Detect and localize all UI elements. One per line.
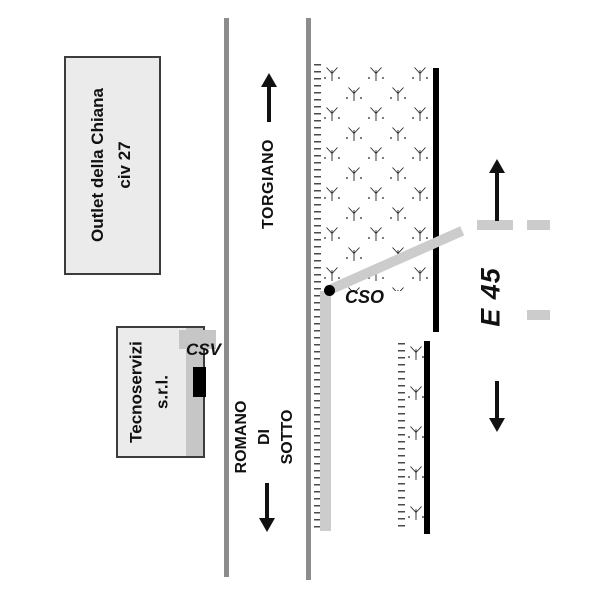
boundary-line-upper — [433, 68, 439, 332]
arrow-shaft — [267, 87, 271, 122]
access-lane-dash-2 — [527, 220, 550, 230]
access-lane-vertical — [320, 291, 331, 531]
boundary-line-lower — [424, 341, 430, 534]
tecnoservizi-srl: s.r.l. — [152, 374, 171, 410]
access-lane-dash-1 — [477, 220, 513, 230]
cso-marker-dot — [324, 285, 335, 296]
arrow-down-romano-icon — [259, 483, 275, 532]
cso-label: CSO — [345, 287, 385, 307]
di-text: DI — [256, 429, 274, 446]
field-edge-ticks-main — [314, 64, 321, 531]
arrow-head — [259, 518, 275, 532]
arrow-shaft — [495, 173, 499, 221]
arrow-head — [261, 73, 277, 87]
building-outlet-label: Outlet della Chiana civ 27 — [84, 88, 138, 242]
e45-label: E 45 — [476, 267, 507, 327]
romano-text: ROMANO — [233, 400, 251, 474]
arrow-head — [489, 418, 505, 432]
road-left-edge — [224, 18, 229, 577]
csv-label: CSV — [186, 340, 221, 359]
arrow-head — [489, 159, 505, 173]
road-right-edge — [306, 18, 311, 580]
arrow-up-e45-icon — [489, 159, 505, 221]
arrow-shaft — [495, 381, 499, 418]
outlet-civ: civ 27 — [115, 141, 134, 189]
tecnoservizi-entrance-marker — [193, 367, 206, 397]
access-lane-dash-3 — [527, 310, 550, 320]
tecnoservizi-name: Tecnoservizi — [126, 341, 146, 443]
field-edge-ticks-lower — [398, 343, 405, 531]
outlet-name: Outlet della Chiana — [87, 88, 107, 242]
building-outlet — [64, 56, 161, 275]
arrow-up-torgiano-icon — [261, 73, 277, 122]
romano-di-sotto-label: ROMANO DI SOTTO — [230, 401, 300, 474]
field-pattern-lower — [405, 343, 424, 530]
tecnoservizi-annex — [179, 330, 216, 349]
arrow-down-e45-icon — [489, 381, 505, 432]
e45-text: E 45 — [475, 267, 506, 327]
arrow-shaft — [265, 483, 269, 518]
torgiano-text: TORGIANO — [260, 139, 277, 229]
torgiano-label: TORGIANO — [260, 139, 278, 229]
building-tecnoservizi-label: Tecnoservizi s.r.l. — [124, 341, 175, 443]
sotto-text: SOTTO — [279, 409, 297, 465]
